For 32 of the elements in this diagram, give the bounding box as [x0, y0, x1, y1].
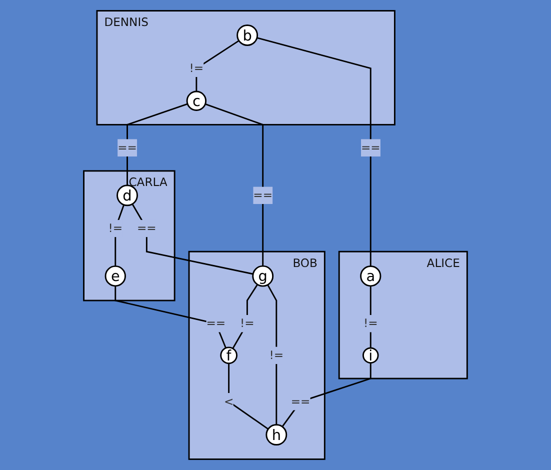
edge-label: == [118, 140, 137, 154]
edge-label: == [206, 316, 226, 330]
connector [282, 362, 372, 428]
edge-label: != [108, 221, 123, 235]
edge-label: == [253, 188, 273, 202]
connector [114, 286, 226, 348]
connector [205, 103, 264, 266]
node-circle: e [104, 265, 126, 287]
node-circle: g [252, 265, 274, 287]
edge-label: == [137, 221, 156, 235]
connector [232, 284, 258, 349]
node-circle: c [186, 90, 207, 111]
connector [132, 204, 254, 275]
node-circle: b [236, 24, 258, 46]
edge-label: != [240, 316, 254, 330]
edge-label: == [290, 394, 310, 408]
connector [114, 204, 125, 266]
node-circle: i [362, 347, 379, 364]
node-circle: f [220, 346, 238, 364]
connector [228, 363, 269, 430]
connector [267, 284, 278, 425]
connector [196, 40, 240, 92]
edge-label: != [269, 348, 284, 362]
node-circle: h [266, 424, 288, 446]
edge-label: != [364, 316, 378, 330]
node-circle: a [360, 266, 382, 287]
edge-label: < [224, 394, 234, 408]
connector [256, 37, 372, 266]
edge-label: == [360, 140, 380, 154]
connector [126, 103, 188, 186]
edge-label: != [189, 61, 204, 75]
connector [370, 286, 372, 348]
